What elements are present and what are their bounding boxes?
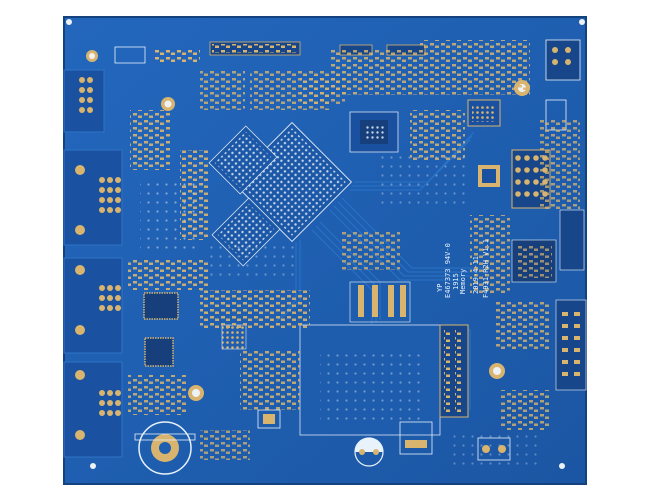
mini-pcie-slot bbox=[299, 324, 469, 436]
tssop-chip bbox=[143, 292, 179, 320]
power-section bbox=[349, 281, 411, 323]
memory-chip-1 bbox=[208, 125, 278, 195]
buzzer bbox=[354, 437, 384, 467]
board-code-label: 1915 bbox=[452, 273, 460, 290]
right-soic-chip bbox=[511, 239, 557, 283]
cpu-qfp-left bbox=[144, 337, 174, 367]
board-lot-label: YP bbox=[436, 284, 444, 292]
board-serial-label: E467373 94V-0 bbox=[444, 243, 452, 298]
small-qfn-chip bbox=[478, 165, 500, 187]
board-revision-label: F4931-R2H V1.1 bbox=[482, 239, 490, 298]
terminal-block-1 bbox=[399, 421, 433, 455]
gold-qfn-chip bbox=[467, 99, 501, 127]
left-connector-pads bbox=[75, 77, 121, 440]
board-date-label: 2019-4-11 bbox=[472, 256, 480, 294]
silkscreen-labels: F4931-R2H V1.1 2019-4-11 YP E467373 94V-… bbox=[436, 239, 490, 298]
smd-components bbox=[128, 40, 580, 460]
ethernet-chip bbox=[349, 111, 399, 153]
via-field bbox=[140, 150, 540, 470]
board-brand-label: Memory bbox=[459, 269, 467, 294]
board-edge bbox=[63, 16, 587, 485]
battery-holder bbox=[134, 421, 196, 475]
right-connectors bbox=[511, 39, 587, 391]
